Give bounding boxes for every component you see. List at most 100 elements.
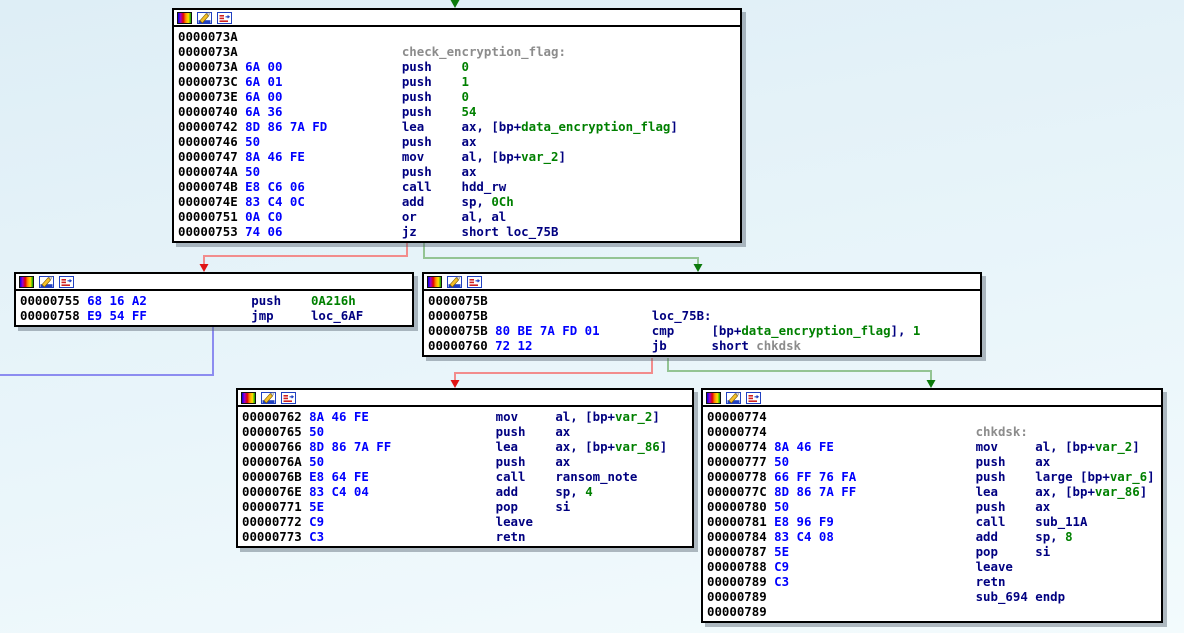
opcode-bytes: 8D 86 7A FF (774, 484, 857, 499)
group-node-icon[interactable] (746, 391, 761, 404)
value-text: 0 (461, 59, 469, 74)
asm-line[interactable]: 00000789 (707, 604, 1161, 619)
node-color-icon[interactable] (19, 275, 34, 288)
address: 00000751 (178, 209, 246, 224)
asm-line[interactable]: 00000773 C3 retn (242, 529, 692, 544)
code-text: sub_694 endp (975, 589, 1066, 604)
asm-line[interactable]: 00000787 5E pop si (707, 544, 1161, 559)
asm-line[interactable]: 0000076E 83 C4 04 add sp, 4 (242, 484, 692, 499)
address: 00000740 (178, 104, 246, 119)
asm-line[interactable]: 00000742 8D 86 7A FD lea ax, [bp+data_en… (178, 119, 740, 134)
asm-line[interactable]: 0000075B (428, 293, 980, 308)
code-text: push (401, 89, 462, 104)
asm-line[interactable]: 0000073A (178, 29, 740, 44)
group-node-icon[interactable] (217, 11, 232, 24)
group-node-icon[interactable] (59, 275, 74, 288)
edit-node-icon[interactable] (726, 391, 741, 404)
address: 00000746 (178, 134, 246, 149)
asm-line[interactable]: 0000075B loc_75B: (428, 308, 980, 323)
code-text: mov al, [bp+ (401, 149, 522, 164)
asm-line[interactable]: 0000074A 50 push ax (178, 164, 740, 179)
edit-node-icon[interactable] (39, 275, 54, 288)
code-text: ] (1132, 439, 1140, 454)
value-text: var_86 (1094, 484, 1140, 499)
asm-line[interactable]: 00000784 83 C4 08 add sp, 8 (707, 529, 1161, 544)
opcode-bytes: 50 (245, 164, 261, 179)
edge-jb-taken-arrowhead (926, 380, 936, 388)
asm-line[interactable]: 0000076B E8 64 FE call ransom_note (242, 469, 692, 484)
asm-line[interactable]: 00000758 E9 54 FF jmp loc_6AF (20, 308, 412, 323)
asm-line[interactable]: 00000740 6A 36 push 54 (178, 104, 740, 119)
edge-jb-not-taken-arrowhead (450, 380, 460, 388)
asm-line[interactable]: 00000760 72 12 jb short chkdsk (428, 338, 980, 353)
asm-line[interactable]: 00000788 C9 leave (707, 559, 1161, 574)
opcode-bytes: 6A 01 (245, 74, 283, 89)
block-title-bar[interactable] (703, 390, 1161, 407)
block-title-bar[interactable] (174, 10, 740, 27)
asm-line[interactable]: 0000075B 80 BE 7A FD 01 cmp [bp+data_enc… (428, 323, 980, 338)
edit-node-icon[interactable] (197, 11, 212, 24)
group-node-icon[interactable] (281, 391, 296, 404)
address: 0000075B (428, 293, 488, 308)
address: 00000773 (242, 529, 310, 544)
asm-line[interactable]: 00000772 C9 leave (242, 514, 692, 529)
asm-line[interactable]: 00000778 66 FF 76 FA push large [bp+var_… (707, 469, 1161, 484)
node-color-icon[interactable] (427, 275, 442, 288)
asm-line[interactable]: 00000753 74 06 jz short loc_75B (178, 224, 740, 239)
code-text: push (401, 74, 462, 89)
asm-line[interactable]: 00000762 8A 46 FE mov al, [bp+var_2] (242, 409, 692, 424)
node-color-icon[interactable] (177, 11, 192, 24)
opcode-bytes: C3 (309, 529, 325, 544)
asm-line[interactable]: 0000073A check_encryption_flag: (178, 44, 740, 59)
asm-line[interactable]: 0000073C 6A 01 push 1 (178, 74, 740, 89)
asm-line[interactable]: 00000789 C3 retn (707, 574, 1161, 589)
asm-line[interactable]: 00000771 5E pop si (242, 499, 692, 514)
opcode-bytes: 8A 46 FE (309, 409, 369, 424)
opcode-bytes: C3 (774, 574, 790, 589)
code-text: add sp, (975, 529, 1066, 544)
asm-line[interactable]: 00000755 68 16 A2 push 0A216h (20, 293, 412, 308)
block-title-bar[interactable] (424, 274, 980, 291)
opcode-bytes: E8 96 F9 (774, 514, 834, 529)
asm-line[interactable]: 00000774 chkdsk: (707, 424, 1161, 439)
address: 0000074E (178, 194, 246, 209)
asm-line[interactable]: 0000077C 8D 86 7A FF lea ax, [bp+var_86] (707, 484, 1161, 499)
block-title-bar[interactable] (16, 274, 412, 291)
asm-line[interactable]: 0000074E 83 C4 0C add sp, 0Ch (178, 194, 740, 209)
spacer (260, 134, 402, 149)
asm-line[interactable]: 0000076A 50 push ax (242, 454, 692, 469)
asm-line[interactable]: 00000774 (707, 409, 1161, 424)
spacer (369, 409, 496, 424)
asm-line[interactable]: 00000766 8D 86 7A FF lea ax, [bp+var_86] (242, 439, 692, 454)
opcode-bytes: C9 (309, 514, 325, 529)
basic-block-762-ransom-note[interactable]: 00000762 8A 46 FE mov al, [bp+var_2]0000… (236, 388, 694, 548)
node-color-icon[interactable] (241, 391, 256, 404)
spacer (488, 308, 652, 323)
node-color-icon[interactable] (706, 391, 721, 404)
asm-line[interactable]: 00000777 50 push ax (707, 454, 1161, 469)
asm-line[interactable]: 0000074B E8 C6 06 call hdd_rw (178, 179, 740, 194)
spacer (282, 89, 401, 104)
asm-line[interactable]: 00000747 8A 46 FE mov al, [bp+var_2] (178, 149, 740, 164)
asm-line[interactable]: 00000780 50 push ax (707, 499, 1161, 514)
asm-line[interactable]: 00000774 8A 46 FE mov al, [bp+var_2] (707, 439, 1161, 454)
asm-line[interactable]: 00000781 E8 96 F9 call sub_11A (707, 514, 1161, 529)
block-title-bar[interactable] (238, 390, 692, 407)
edit-node-icon[interactable] (261, 391, 276, 404)
asm-line[interactable]: 00000751 0A C0 or al, al (178, 209, 740, 224)
group-node-icon[interactable] (467, 275, 482, 288)
value-text: 0 (461, 89, 469, 104)
address: 0000074B (178, 179, 246, 194)
address: 00000774 (707, 409, 767, 424)
code-text: push ax (401, 164, 477, 179)
asm-line[interactable]: 00000765 50 push ax (242, 424, 692, 439)
edit-node-icon[interactable] (447, 275, 462, 288)
asm-line[interactable]: 00000789 sub_694 endp (707, 589, 1161, 604)
asm-line[interactable]: 00000746 50 push ax (178, 134, 740, 149)
asm-line[interactable]: 0000073E 6A 00 push 0 (178, 89, 740, 104)
asm-line[interactable]: 0000073A 6A 00 push 0 (178, 59, 740, 74)
